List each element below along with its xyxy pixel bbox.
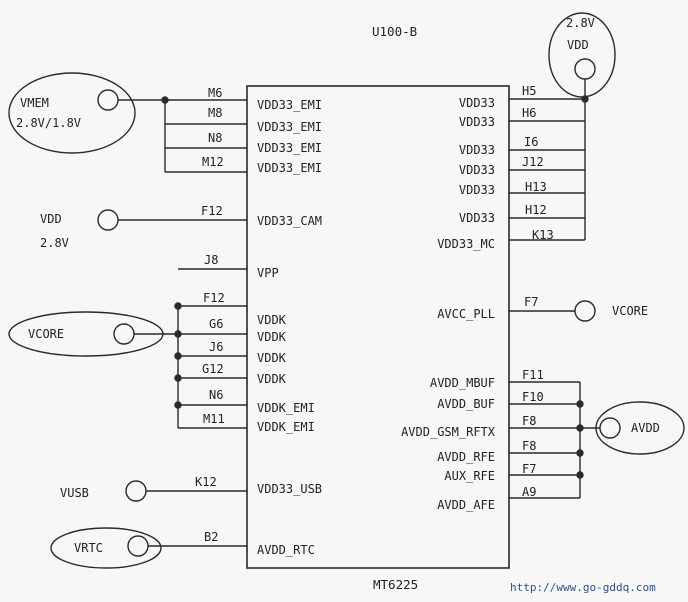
vdd-cam-voltage: 2.8V (40, 236, 69, 250)
vdd-top-terminal (574, 58, 596, 80)
vmem-terminal (97, 89, 119, 111)
vcore-right-terminal (574, 300, 596, 322)
signal-avdd-afe: AVDD_AFE (437, 498, 495, 512)
signal-vddk-1: VDDK (257, 313, 286, 327)
signal-vdd33-emi-1: VDD33_EMI (257, 98, 323, 112)
pin-g6: G6 (209, 317, 224, 331)
pin-h13: H13 (525, 180, 547, 194)
signal-vdd33-mc: VDD33_MC (437, 237, 495, 251)
vcore-left-terminal (113, 323, 135, 345)
vrtc-ellipse (50, 527, 162, 569)
signal-vdd33-emi-2: VDD33_EMI (257, 120, 323, 134)
signal-avdd-rtc: AVDD_RTC (257, 543, 315, 557)
vdd-top-label: VDD (567, 38, 589, 52)
vdd-top-junction-1 (581, 95, 589, 103)
signal-vddk-emi-2: VDDK_EMI (257, 420, 315, 434)
vcore-junction-1 (174, 302, 182, 310)
pin-m6: M6 (208, 86, 223, 100)
pin-m11: M11 (203, 412, 225, 426)
signal-avdd-buf: AVDD_BUF (437, 397, 495, 411)
signal-vdd33-3: VDD33 (458, 143, 495, 157)
vrtc-label: VRTC (74, 541, 103, 555)
pin-g12: G12 (202, 362, 224, 376)
ic-reference: U100-B (372, 24, 418, 39)
signal-aux-rfe: AUX_RFE (444, 469, 495, 483)
signal-vdd33-1: VDD33 (458, 96, 495, 110)
signal-vpp: VPP (257, 266, 279, 280)
pin-i6: I6 (524, 135, 539, 149)
pin-h6: H6 (522, 106, 537, 120)
vcore-left-label: VCORE (28, 327, 65, 341)
pin-k12: K12 (195, 475, 217, 489)
vusb-terminal (125, 480, 147, 502)
ic-body (246, 85, 510, 569)
pin-f10: F10 (522, 390, 544, 404)
pin-b2: B2 (204, 530, 219, 544)
pin-n6: N6 (209, 388, 224, 402)
pin-m8: M8 (208, 106, 223, 120)
pin-h12: H12 (525, 203, 547, 217)
vrtc-terminal (127, 535, 149, 557)
pin-f12-cam: F12 (201, 204, 223, 218)
pin-f12-vddk: F12 (203, 291, 225, 305)
vcore-junction-4 (174, 374, 182, 382)
pin-j6: J6 (209, 340, 224, 354)
signal-avcc-pll: AVCC_PLL (437, 307, 495, 321)
vmem-voltage: 2.8V/1.8V (16, 116, 82, 130)
signal-avdd-gsm-rftx: AVDD_GSM_RFTX (401, 425, 495, 439)
signal-vddk-emi-1: VDDK_EMI (257, 401, 315, 415)
signal-vdd33-6: VDD33 (458, 211, 495, 225)
signal-vdd33-2: VDD33 (458, 115, 495, 129)
pin-f11: F11 (522, 368, 544, 382)
signal-vddk-3: VDDK (257, 351, 286, 365)
signal-avdd-mbuf: AVDD_MBUF (429, 376, 495, 390)
vusb-label: VUSB (60, 486, 89, 500)
signal-vdd33-emi-4: VDD33_EMI (257, 161, 323, 175)
signal-vdd33-emi-3: VDD33_EMI (257, 141, 323, 155)
signal-vdd33-5: VDD33 (458, 183, 495, 197)
signal-avdd-rfe: AVDD_RFE (437, 450, 495, 464)
signal-vdd33-usb: VDD33_USB (257, 482, 323, 496)
vdd-top-voltage: 2.8V (566, 16, 595, 30)
pin-j12: J12 (522, 155, 544, 169)
vdd-cam-label: VDD (40, 212, 62, 226)
vcore-junction-2 (174, 330, 182, 338)
vmem-ellipse (8, 72, 136, 154)
vdd-cam-terminal (97, 209, 119, 231)
avdd-terminal (599, 417, 621, 439)
pin-a9: A9 (522, 485, 537, 499)
vcore-junction-3 (174, 352, 182, 360)
source-watermark: http://www.go-gddq.com (510, 581, 656, 594)
ic-part-number: MT6225 (373, 577, 419, 592)
pin-j8: J8 (204, 253, 219, 267)
signal-vdd33-4: VDD33 (458, 163, 495, 177)
pin-h5: H5 (522, 84, 537, 98)
pin-f8-rfe: F8 (522, 439, 537, 453)
pin-n8: N8 (208, 131, 223, 145)
signal-vddk-4: VDDK (257, 372, 286, 386)
vmem-label: VMEM (20, 96, 49, 110)
avdd-junction-4 (576, 471, 584, 479)
vcore-right-label: VCORE (612, 304, 649, 318)
pin-f7-pll: F7 (524, 295, 539, 309)
vcore-junction-5 (174, 401, 182, 409)
pin-m12: M12 (202, 155, 224, 169)
avdd-junction-3 (576, 449, 584, 457)
pin-f7-aux: F7 (522, 462, 537, 476)
pin-f8-rftx: F8 (522, 414, 537, 428)
signal-vdd33-cam: VDD33_CAM (257, 214, 323, 228)
vmem-junction (161, 96, 169, 104)
signal-vddk-2: VDDK (257, 330, 286, 344)
avdd-junction-2 (576, 424, 584, 432)
pin-k13: K13 (532, 228, 554, 242)
avdd-junction-1 (576, 400, 584, 408)
avdd-label: AVDD (631, 421, 660, 435)
